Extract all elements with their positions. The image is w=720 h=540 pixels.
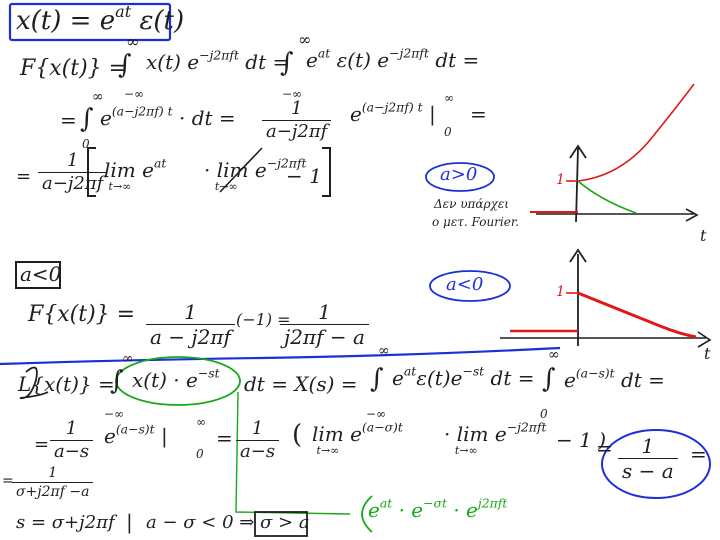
- integral-5-sign: ∫: [370, 364, 384, 394]
- eval-bar-upper: ∞: [444, 91, 454, 105]
- line3-minus-one: − 1: [286, 164, 322, 188]
- integral-2-sign: ∫: [280, 48, 294, 78]
- integral-1-upper: ∞: [126, 32, 140, 51]
- evaluation-2: e(a−s)t |: [104, 421, 168, 448]
- integral-2-upper: ∞: [298, 30, 312, 49]
- case-box: [15, 261, 61, 289]
- integral-3-upper: ∞: [92, 89, 104, 105]
- graph1-x-arrow: [685, 208, 699, 222]
- integral-3-lower: 0: [82, 137, 90, 151]
- integral-1-sign: ∫: [118, 50, 132, 80]
- separator-line: [0, 346, 561, 366]
- integral-3-sign: ∫: [80, 104, 94, 134]
- final-condition: σ > a: [260, 512, 310, 533]
- integral-5-body: eatε(t)e−st dt =: [392, 363, 535, 390]
- laplace-lhs: L{x(t)} =: [18, 372, 115, 396]
- green-expression: eat · e−σt · ej2πft: [368, 495, 508, 522]
- graph1-note-2: ο μετ. Fourier.: [432, 215, 520, 229]
- separator-bar: |: [126, 510, 133, 534]
- evaluation-1: e(a−j2πf) t |: [350, 99, 436, 126]
- fourier-lhs: F{x(t)} =: [20, 56, 128, 81]
- graph2-axis-label: t: [704, 344, 711, 363]
- green-circle: [115, 356, 241, 406]
- definition-box: [8, 2, 172, 42]
- integral-1-body: x(t) e−j2πft dt =: [146, 47, 290, 74]
- eval2-bar-upper: ∞: [196, 415, 206, 429]
- graph1-y-axis: [575, 147, 579, 223]
- integral-5-upper: ∞: [378, 343, 390, 359]
- line2-end-equals: =: [470, 102, 487, 126]
- s-definition: s = σ+j2πf: [16, 512, 115, 533]
- line2-equals: =: [60, 108, 77, 132]
- integral-1-lower: −∞: [124, 87, 145, 101]
- fourier-lhs-2: F{x(t)} =: [28, 302, 136, 327]
- integral-5-lower: −∞: [366, 407, 387, 421]
- integral-2-body: eat ε(t) e−j2πft dt =: [306, 45, 480, 72]
- graph2-level-label: 1: [556, 284, 565, 300]
- eval2-bar-lower: 0: [196, 447, 204, 461]
- row2-minus-one: − 1 ): [556, 428, 606, 452]
- cond-ellipse-2: [429, 270, 511, 302]
- integral-6-body: e(a−s)t dt =: [564, 365, 665, 392]
- graph2-condition: a<0: [446, 274, 484, 295]
- graph1-y-arrow: [569, 144, 587, 159]
- result-ellipse: [601, 429, 711, 499]
- graph1-growth-curve: [577, 83, 695, 182]
- graph1-condition: a>0: [440, 164, 478, 185]
- minus-one-factor: (−1) =: [236, 310, 291, 329]
- integral-4-sign: ∫: [110, 366, 124, 396]
- graph1-level-label: 1: [556, 172, 565, 188]
- convergence-condition: a − σ < 0 ⇒: [146, 512, 255, 533]
- green-arc: [361, 495, 373, 533]
- result-equals: =: [690, 442, 707, 466]
- row2-open-paren: (: [292, 420, 303, 450]
- right-bracket: [322, 147, 331, 197]
- row3-equals: =: [2, 473, 14, 489]
- graph1-note-1: Δεν υπάρχει: [434, 197, 509, 211]
- graph1-axis-label: t: [700, 226, 707, 245]
- integral-2-lower: −∞: [282, 87, 303, 101]
- green-connector: [235, 391, 351, 515]
- integral-4-upper: ∞: [122, 351, 134, 367]
- row2-equals: =: [34, 434, 50, 455]
- eval-bar-lower: 0: [444, 125, 452, 139]
- signal-definition: x(t) = eat ε(t): [16, 1, 185, 36]
- row2-equals-2: =: [216, 426, 233, 450]
- integral-4-lower: −∞: [104, 407, 125, 421]
- strike-line: [219, 147, 263, 193]
- graph2-x-arrow: [697, 331, 712, 348]
- cond-ellipse-1: [425, 162, 495, 192]
- integral-6-upper: ∞: [548, 347, 560, 363]
- integral-6-sign: ∫: [542, 364, 556, 394]
- integral-3-body: e(a−j2πf) t · dt =: [100, 103, 236, 130]
- case-label: a<0: [20, 262, 62, 286]
- row2-equals-3: =: [596, 436, 613, 460]
- graph1-decay-curve: [577, 180, 637, 214]
- graph-1: [530, 83, 699, 223]
- laplace-dt: dt = X(s) =: [244, 372, 358, 396]
- graph2-y-arrow: [569, 248, 587, 263]
- line3-equals: =: [16, 166, 32, 187]
- final-box: [254, 511, 308, 537]
- graph2-decay-curve: [577, 291, 697, 339]
- circled-integrand: x(t) · e−st: [132, 365, 220, 392]
- graph-2: [500, 248, 712, 348]
- integral-6-lower: 0: [540, 407, 548, 421]
- laplace-script: [19, 366, 49, 400]
